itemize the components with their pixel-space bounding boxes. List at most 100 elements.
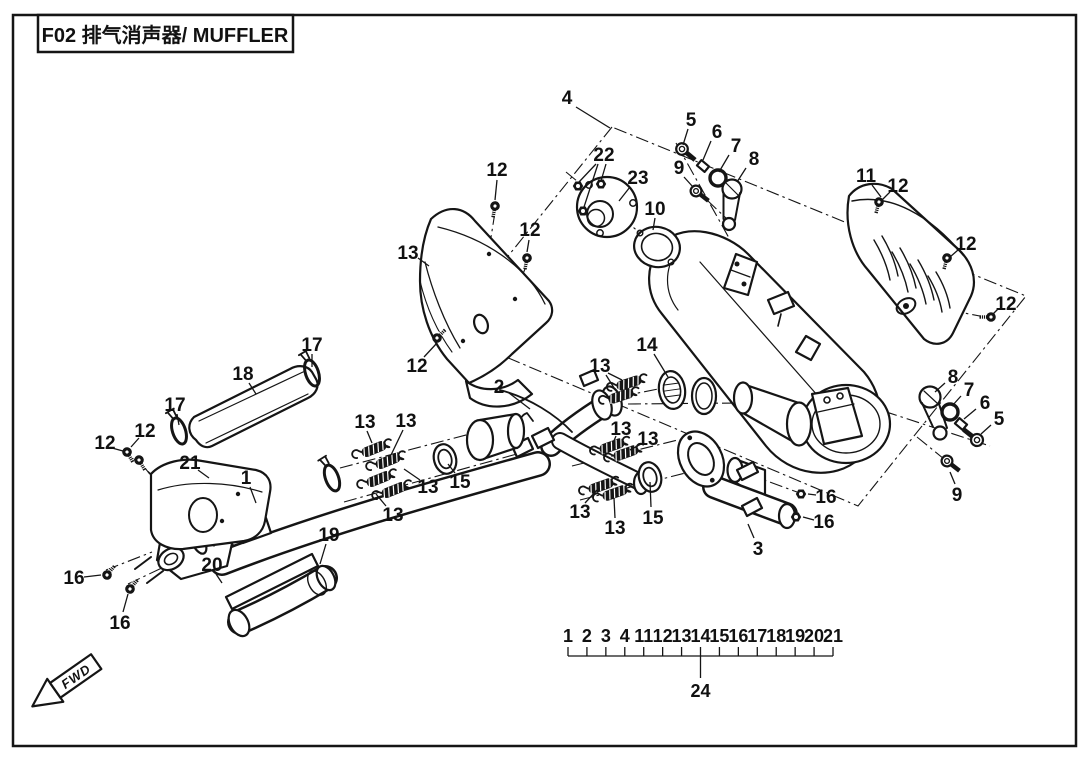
callout-leader (197, 469, 210, 479)
callout-leader (605, 374, 617, 392)
callout-label-21: 21 (179, 453, 201, 474)
screw-icon (119, 444, 138, 465)
callout-leader (366, 430, 373, 444)
washer-icon (940, 402, 960, 422)
callout-leader (949, 249, 959, 258)
callout-label-13: 13 (417, 477, 438, 498)
page-title: F02 排气消声器/ MUFFLER (42, 23, 289, 47)
callout-label-20: 20 (201, 555, 222, 576)
heat-shield-right (846, 182, 975, 345)
callout-label-12: 12 (995, 294, 1016, 315)
callout-leader (652, 217, 656, 231)
callout-label-16: 16 (63, 568, 84, 589)
muffler-bracket-tail (810, 386, 864, 446)
callout-leader (747, 523, 755, 539)
callout-label-13: 13 (354, 412, 375, 433)
legend-item-number: 18 (766, 626, 786, 646)
callout-label-23: 23 (627, 168, 648, 189)
gasket-sheet (224, 552, 320, 611)
heat-shield-left (418, 208, 554, 408)
screw-icon (122, 576, 142, 597)
callout-label-12: 12 (94, 433, 115, 454)
heat-shield-small (149, 458, 272, 551)
legend-item-number: 2 (582, 626, 592, 646)
pipe-sleeve (227, 564, 338, 638)
callout-leader (578, 163, 597, 183)
callout-label-17: 17 (164, 395, 185, 416)
callout-leader (607, 372, 623, 381)
callout-leader (807, 493, 817, 496)
exhaust-flange (575, 175, 639, 239)
legend-item-number: 1 (563, 626, 573, 646)
page-border (11, 13, 1078, 748)
hanger-hardware-right (918, 385, 985, 473)
callout-label-22: 22 (593, 145, 614, 166)
callout-label-9: 9 (674, 158, 685, 179)
callout-label-15: 15 (642, 508, 664, 529)
callout-leader (934, 382, 946, 393)
callout-label-12: 12 (887, 176, 908, 197)
gasket-ring-icon (655, 368, 689, 412)
callout-leader (992, 308, 999, 315)
callout-label-2: 2 (494, 377, 505, 398)
callout-leader (802, 516, 815, 521)
legend-item-number: 3 (601, 626, 611, 646)
callout-leader (390, 429, 404, 456)
legend-item-number: 12 (653, 626, 673, 646)
callout-label-6: 6 (712, 122, 723, 143)
callout-leader (618, 186, 631, 202)
callout-label-12: 12 (134, 421, 155, 442)
bolt-icon (675, 142, 697, 162)
callout-leader (403, 468, 421, 481)
callout-leader (176, 413, 180, 426)
legend-item-number: 20 (804, 626, 824, 646)
callout-label-13: 13 (604, 518, 625, 539)
callout-leader (526, 239, 530, 253)
callout-label-4: 4 (562, 88, 573, 109)
callout-label-11: 11 (856, 166, 877, 187)
callout-label-8: 8 (948, 367, 959, 388)
callout-leader (584, 489, 598, 504)
callout-leader (871, 184, 882, 198)
legend-item-number: 19 (785, 626, 805, 646)
heat-shield-front-pipe (163, 347, 324, 449)
callout-label-12: 12 (406, 356, 427, 377)
callout-leader (949, 471, 956, 485)
muffler-body (648, 230, 892, 503)
callout-leader (951, 395, 962, 407)
callout-leader (417, 257, 430, 267)
callout-leader (653, 353, 669, 378)
callout-label-13: 13 (382, 505, 403, 526)
spacer-icon (695, 159, 711, 173)
callout-label-7: 7 (731, 136, 742, 157)
washer-icon (708, 168, 728, 188)
callout-label-12: 12 (486, 160, 507, 181)
callout-label-6: 6 (980, 393, 991, 414)
callout-label-5: 5 (994, 409, 1005, 430)
callout-label-1: 1 (241, 468, 252, 489)
legend-item-number: 21 (823, 626, 843, 646)
callout-leader (319, 543, 327, 565)
callout-leader (736, 167, 747, 183)
callout-label-12: 12 (519, 220, 540, 241)
callout-label-13: 13 (589, 356, 610, 377)
callout-leader (83, 574, 102, 578)
legend-assembly-number: 24 (690, 681, 710, 701)
callout-leader (575, 106, 611, 129)
callout-leader (683, 176, 694, 188)
callout-label-16: 16 (813, 512, 834, 533)
callout-leader (248, 382, 257, 395)
callout-label-9: 9 (952, 485, 963, 506)
legend-item-number: 17 (747, 626, 767, 646)
callout-label-19: 19 (318, 525, 339, 546)
legend-item-number: 15 (709, 626, 729, 646)
callout-leader (130, 437, 140, 448)
legend-item-number: 4 (620, 626, 630, 646)
screw-icon (487, 199, 502, 219)
callout-leader (629, 443, 642, 451)
title-block: F02 排气消声器/ MUFFLER (36, 13, 295, 54)
pipe-clamp-icon (316, 452, 345, 495)
